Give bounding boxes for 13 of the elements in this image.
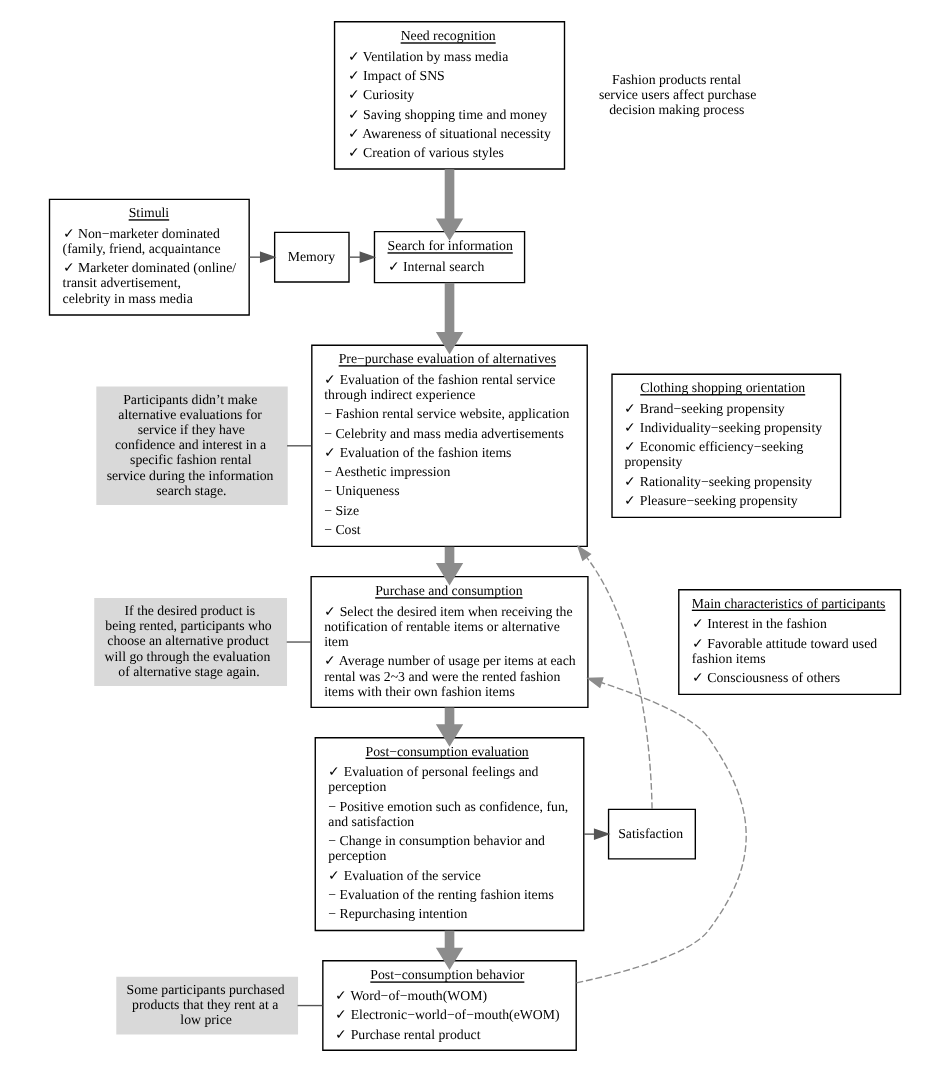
connector bbox=[285, 641, 311, 643]
arrow bbox=[434, 282, 463, 355]
arrow bbox=[575, 544, 652, 810]
connector bbox=[285, 445, 311, 447]
arrow bbox=[434, 707, 463, 747]
arrow bbox=[434, 546, 463, 586]
arrow bbox=[347, 251, 376, 263]
arrow bbox=[247, 251, 276, 263]
arrow bbox=[574, 677, 746, 984]
arrow bbox=[434, 169, 463, 241]
connector bbox=[295, 1004, 323, 1007]
arrow bbox=[434, 930, 463, 970]
arrow bbox=[582, 828, 610, 840]
